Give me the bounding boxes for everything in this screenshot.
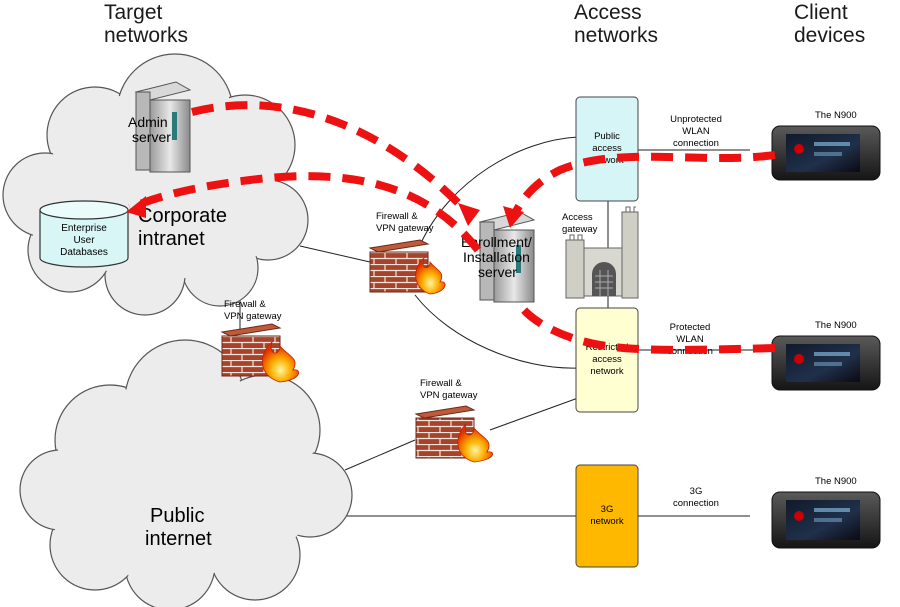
- dashed-path-enrollment-to-database: [128, 172, 482, 253]
- column-title-target: Target networks: [104, 1, 188, 47]
- svg-text:Unprotected: Unprotected: [670, 114, 722, 125]
- n900-device-1: The N900: [771, 110, 881, 181]
- line-firewall-to-restricted: [414, 294, 579, 369]
- svg-text:The N900: The N900: [815, 476, 857, 487]
- arrowhead-enrollment-2: [503, 206, 524, 228]
- svg-text:Access: Access: [574, 1, 642, 24]
- arrowhead-enrollment: [458, 203, 480, 226]
- dashed-path-admin-to-enrollment: [191, 101, 473, 218]
- svg-text:Client: Client: [794, 1, 848, 24]
- svg-text:Protected: Protected: [670, 322, 711, 333]
- svg-text:Enterprise: Enterprise: [61, 223, 107, 234]
- connection-label-3g: 3G connection: [673, 486, 719, 509]
- cloud-public-internet: Public internet: [19, 339, 353, 607]
- svg-text:User: User: [73, 235, 95, 246]
- svg-text:Target: Target: [104, 1, 163, 24]
- svg-text:The N900: The N900: [815, 110, 857, 121]
- line-public-to-firewall3: [344, 439, 416, 471]
- svg-text:Firewall &: Firewall &: [420, 378, 462, 389]
- svg-text:Installation: Installation: [463, 249, 530, 265]
- 3g-network-box: 3G network: [575, 464, 639, 568]
- svg-text:VPN gateway: VPN gateway: [420, 390, 478, 401]
- firewall-icon-public-access: Firewall & VPN gateway: [414, 378, 494, 463]
- connection-label-unprotected: Unprotected WLAN connection: [670, 114, 722, 149]
- svg-text:access: access: [592, 143, 622, 154]
- svg-text:3G: 3G: [690, 486, 703, 497]
- svg-text:3G: 3G: [601, 504, 614, 515]
- castle-gateway-icon: Access gateway: [562, 206, 639, 299]
- svg-text:access: access: [592, 354, 622, 365]
- svg-text:WLAN: WLAN: [682, 126, 710, 137]
- firewall-icon-access: Firewall & VPN gateway: [368, 211, 446, 295]
- line-corp-to-firewall: [299, 245, 371, 263]
- svg-text:Admin: Admin: [128, 114, 168, 130]
- cloud-label-public: Public: [150, 505, 204, 527]
- database-icon: Enterprise User Databases: [39, 200, 129, 268]
- dashed-path-device1-to-enrollment: [508, 151, 776, 222]
- column-title-client: Client devices: [794, 1, 865, 47]
- svg-text:Firewall &: Firewall &: [224, 299, 266, 310]
- svg-text:Access: Access: [562, 212, 593, 223]
- cloud-label-corporate: Corporate: [138, 205, 227, 227]
- n900-device-3: The N900: [771, 476, 881, 549]
- line-firewall-to-public-access: [419, 136, 579, 246]
- svg-text:network: network: [590, 366, 624, 377]
- svg-text:VPN gateway: VPN gateway: [376, 223, 434, 234]
- svg-text:networks: networks: [574, 24, 658, 47]
- restricted-access-network-box: Restricted access network: [575, 307, 639, 413]
- svg-text:The N900: The N900: [815, 320, 857, 331]
- column-title-access: Access networks: [574, 1, 658, 47]
- svg-text:VPN gateway: VPN gateway: [224, 311, 282, 322]
- svg-text:Databases: Databases: [60, 247, 108, 258]
- svg-text:devices: devices: [794, 24, 865, 47]
- svg-text:connection: connection: [673, 138, 719, 149]
- svg-text:networks: networks: [104, 24, 188, 47]
- svg-text:network: network: [590, 516, 624, 527]
- svg-text:connection: connection: [673, 498, 719, 509]
- svg-text:gateway: gateway: [562, 224, 598, 235]
- svg-text:WLAN: WLAN: [676, 334, 704, 345]
- dashed-path-arrowheads: [126, 196, 524, 228]
- public-access-network-box: Public access network: [575, 96, 639, 202]
- enrollment-server-icon: Enrollment/ Installation server: [461, 211, 536, 303]
- admin-server-icon: Admin server: [128, 81, 192, 173]
- svg-text:network: network: [590, 155, 624, 166]
- svg-text:Restricted: Restricted: [586, 342, 629, 353]
- n900-device-2: The N900: [771, 320, 881, 391]
- cloud-label-internet: internet: [145, 528, 212, 550]
- cloud-label-intranet: intranet: [138, 228, 205, 250]
- enrollment-flow-paths: [128, 101, 776, 354]
- svg-text:Firewall &: Firewall &: [376, 211, 418, 222]
- firewall-icon-corp-public: Firewall & VPN gateway: [220, 299, 300, 383]
- svg-text:Public: Public: [594, 131, 620, 142]
- dashed-path-device2-to-enrollment: [516, 302, 776, 354]
- line-firewall3-to-restricted: [489, 397, 579, 431]
- svg-text:server: server: [478, 264, 517, 280]
- svg-text:server: server: [132, 129, 171, 145]
- arrowhead-database: [126, 196, 146, 218]
